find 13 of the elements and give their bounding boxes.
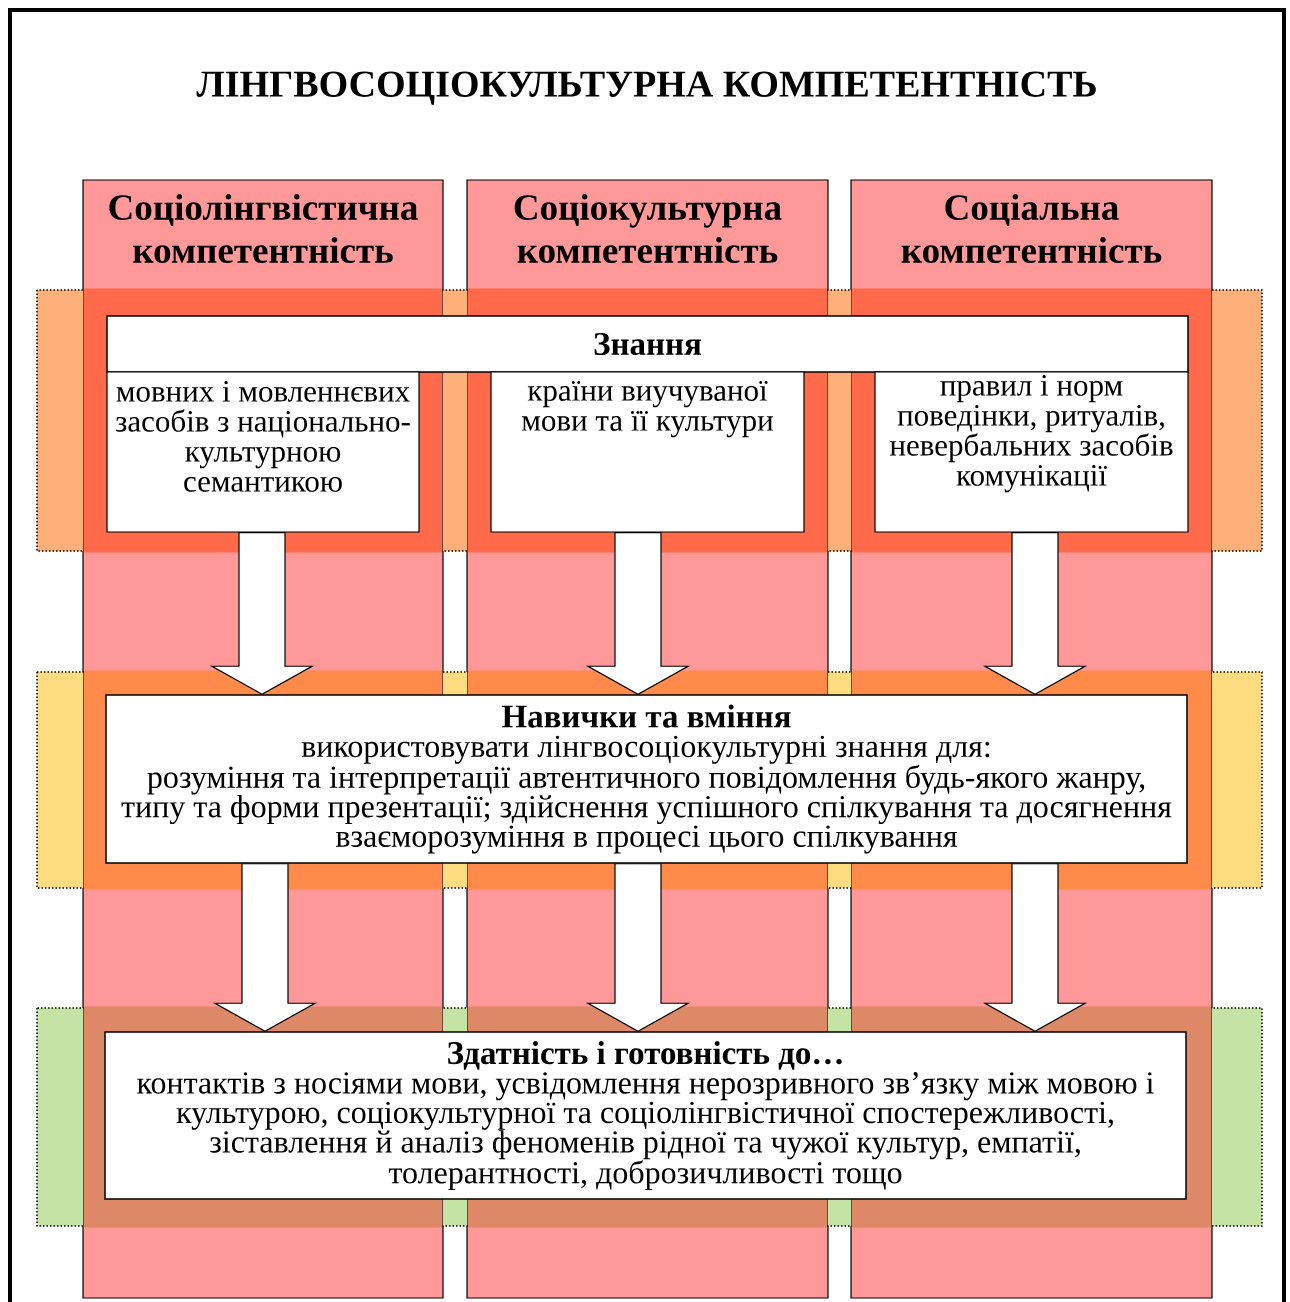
text-box: Навички та вміння використовувати лінгвосоціокультурні знання для: розуміння та інтерпретації автентичного повідомлення будь-якого жанру, типу та форми презентації; здійснення успішного спілкування та досягнення взаєморозуміння в процесі цього спілкування bbox=[105, 694, 1188, 864]
text-box: країни виучуваної мови та її культури bbox=[490, 371, 805, 533]
text-box: мовних і мовленнєвих засобів з національно-культурною семантикою bbox=[106, 371, 420, 533]
text-box: правил і норм поведінки, ритуалів, невербальних засобів комунікації bbox=[874, 371, 1189, 533]
block-arrow bbox=[209, 532, 315, 695]
block-arrow bbox=[982, 863, 1088, 1032]
block-arrow bbox=[585, 532, 691, 695]
heading-box: Знання bbox=[106, 315, 1189, 373]
block-arrow bbox=[585, 863, 691, 1032]
text-box: Здатність і готовність до… контактів з носіями мови, усвідомлення нерозривного зв’язку між мовою і культурою, соціокультурної та соціолінгвістичної спостережливості, зіставлення й аналіз феноменів рідної та чужої культур, емпатії, толерантності, доброзичливості тощо bbox=[104, 1031, 1187, 1200]
block-arrow bbox=[982, 532, 1088, 695]
title: ЛІНГВОСОЦІОКУЛЬТУРНА КОМПЕТЕНТНІСТЬ bbox=[196, 71, 1096, 105]
block-arrow bbox=[212, 863, 318, 1032]
